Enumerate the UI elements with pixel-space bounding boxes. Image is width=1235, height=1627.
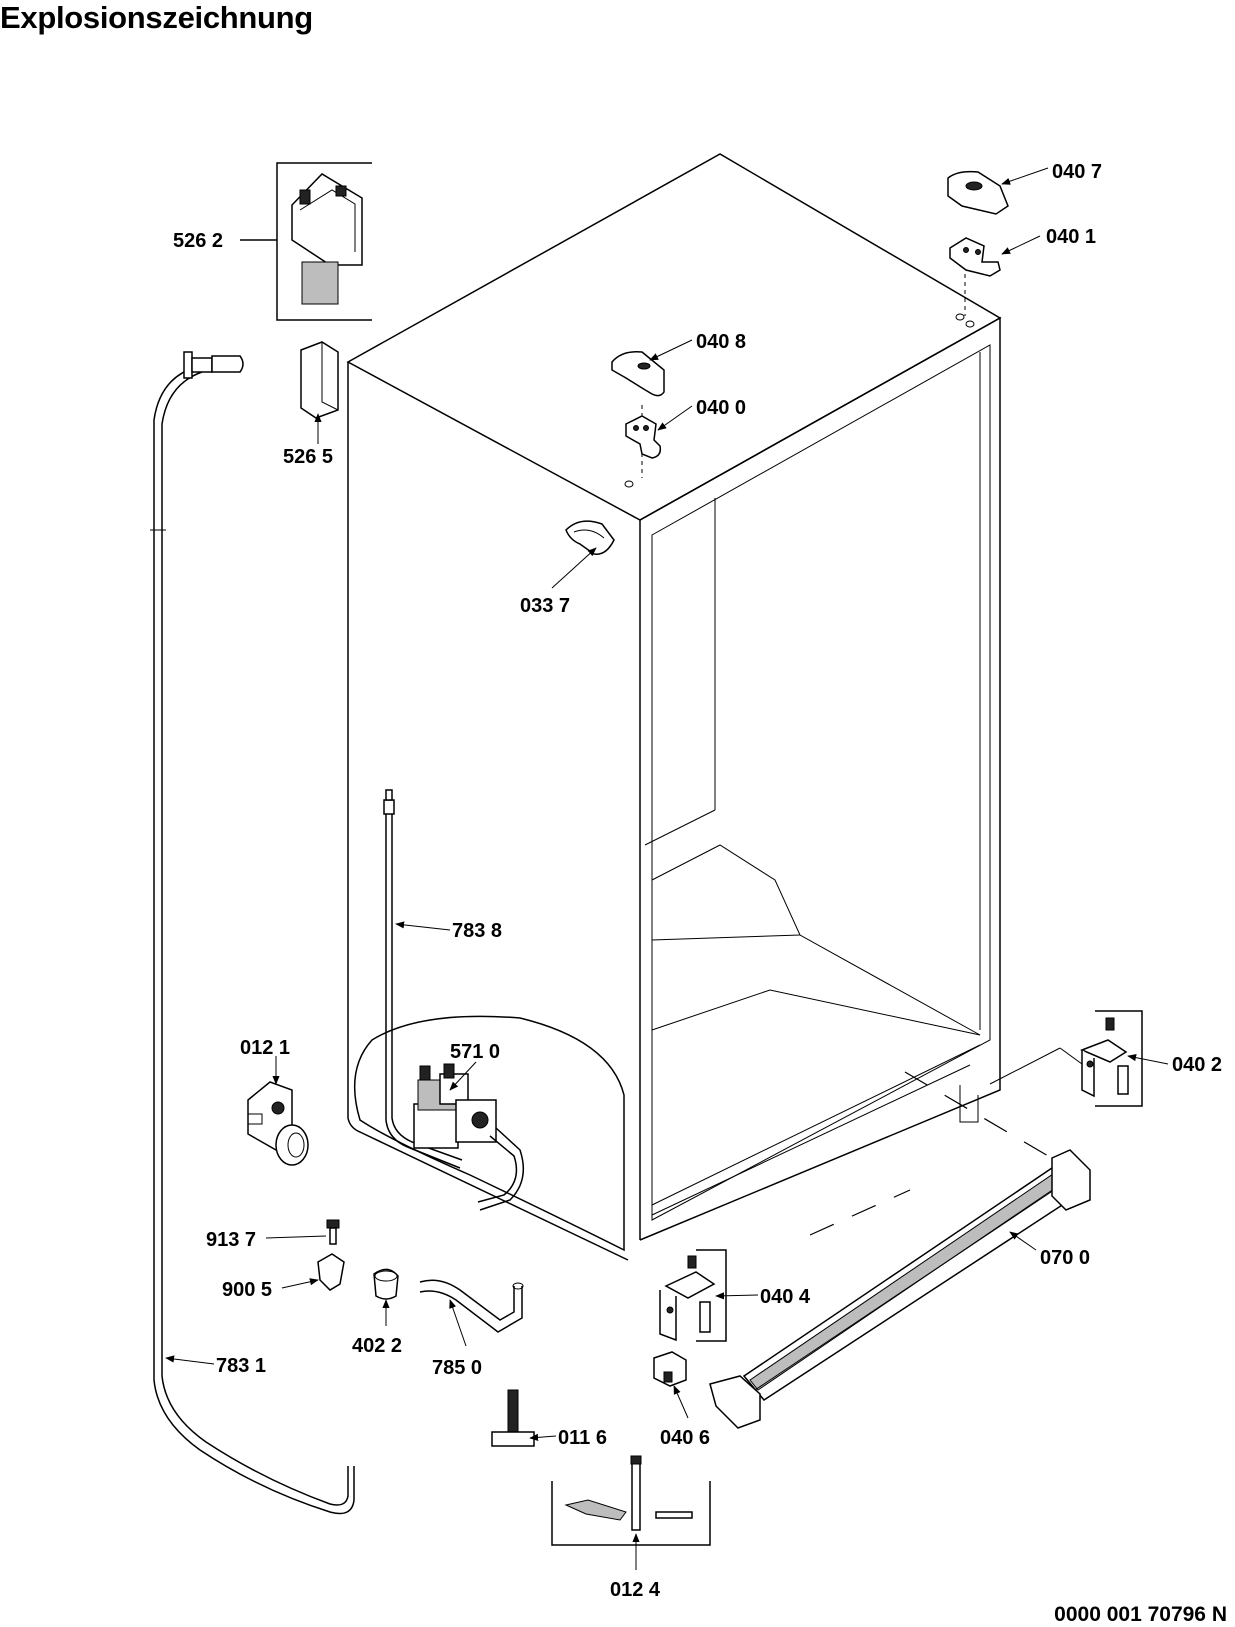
label-783-1: 783 1 [216, 1355, 266, 1377]
machine-compartment-cutout [353, 789, 625, 1252]
leveling-foot-part [491, 1389, 535, 1447]
roller-part [247, 1081, 309, 1166]
cover-part [300, 341, 339, 419]
label-012-4: 012 4 [610, 1579, 661, 1601]
document-number: 0000 001 70796 N [1054, 1603, 1227, 1626]
label-900-5: 900 5 [222, 1279, 272, 1301]
label-785-0: 785 0 [432, 1357, 482, 1379]
toe-grille-part [709, 1071, 1091, 1429]
label-526-2: 526 2 [173, 230, 223, 252]
label-783-8: 783 8 [452, 920, 502, 942]
label-040-4: 040 4 [760, 1286, 811, 1308]
tool-kit-part [551, 1455, 711, 1546]
label-040-2: 040 2 [1172, 1054, 1222, 1076]
label-402-2: 402 2 [352, 1335, 402, 1357]
label-526-5: 526 5 [283, 446, 333, 468]
label-033-7: 033 7 [520, 595, 570, 617]
label-040-6: 040 6 [660, 1427, 710, 1449]
label-070-0: 070 0 [1040, 1247, 1090, 1269]
label-913-7: 913 7 [206, 1229, 256, 1251]
screw-part [326, 1219, 340, 1245]
label-040-8: 040 8 [696, 331, 746, 353]
hinge-mid-part [625, 415, 662, 459]
cabinet-body [346, 153, 1002, 1261]
label-012-1: 012 1 [240, 1037, 290, 1059]
bottom-hinge-kit-right-part [989, 1010, 1143, 1107]
clip-part [317, 1253, 345, 1291]
label-040-7: 040 7 [1052, 161, 1102, 183]
bottom-hinge-kit-left-part [659, 1249, 727, 1342]
label-011-6: 011 6 [558, 1427, 607, 1449]
water-tube-long-part [150, 351, 355, 1515]
hinge-top-part [949, 237, 1001, 277]
hinge-cover-mid-part [611, 350, 665, 397]
label-040-0: 040 0 [696, 397, 746, 419]
module-kit-part [240, 162, 372, 321]
hinge-cover-top-part [947, 170, 1009, 215]
part-labels: 526 2 526 5 040 7 040 1 040 8 040 0 033 … [173, 161, 1222, 1601]
leader-lines [165, 167, 1169, 1570]
label-571-0: 571 0 [450, 1041, 500, 1063]
water-valve-part [413, 1063, 525, 1211]
hose-part [419, 1279, 524, 1333]
cap-part [373, 1268, 399, 1300]
support-bracket-part [653, 1351, 687, 1387]
page-title: Explosionszeichnung [0, 0, 313, 35]
label-040-1: 040 1 [1046, 226, 1096, 248]
